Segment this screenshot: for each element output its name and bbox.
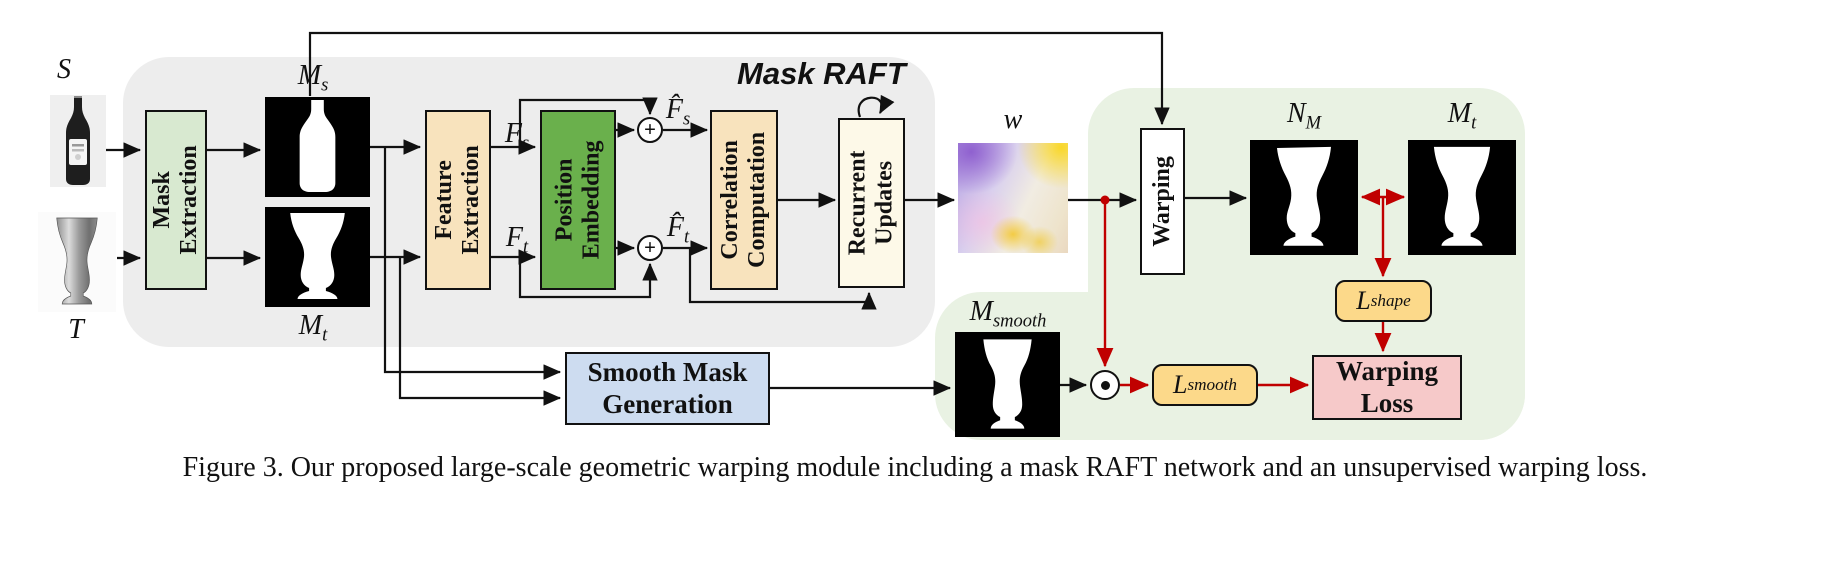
label-mask-target-right: Mt [1447, 98, 1477, 133]
label-warped-mask: NM [1286, 98, 1322, 133]
mask-raft-title: Mask RAFT [737, 56, 906, 91]
target-mask-image [265, 207, 370, 307]
plus-operator-icon: + [637, 117, 663, 143]
warped-mask-image [1250, 140, 1358, 255]
label-feature-source-hat: F̂s [665, 94, 691, 129]
label-feature-target: Ft [505, 222, 529, 257]
label-mask-target: Mt [298, 310, 328, 345]
label-mask-smooth: Msmooth [969, 296, 1047, 331]
label-mask-source: Ms [297, 60, 329, 95]
warping-block: Warping [1140, 128, 1185, 275]
plus-operator-icon: + [637, 235, 663, 261]
label-target: T [68, 314, 84, 345]
warping-loss-label: Warping Loss [1335, 356, 1439, 418]
shape-loss-symbol: L [1356, 286, 1371, 315]
smooth-mask-generation-block: Smooth Mask Generation [565, 352, 770, 425]
correlation-computation-block: Correlation Computation [710, 110, 778, 290]
label-feature-target-hat: F̂t [666, 212, 690, 247]
smooth-mask-generation-label: Smooth Mask Generation [587, 357, 748, 419]
mask-raft-region [123, 57, 935, 347]
figure-caption: Figure 3. Our proposed large-scale geome… [182, 452, 1648, 483]
warping-label: Warping [1149, 156, 1176, 247]
correlation-computation-label: Correlation Computation [717, 131, 770, 269]
elementwise-product-icon [1090, 370, 1120, 400]
label-source: S [57, 54, 71, 85]
mask-extraction-block: Mask Extraction [145, 110, 207, 290]
label-flow: w [1003, 104, 1023, 135]
feature-extraction-label: Feature Extraction [431, 145, 484, 255]
label-feature-source: Fs [504, 118, 530, 153]
source-image [50, 95, 106, 187]
recurrent-updates-block: Recurrent Updates [838, 118, 905, 288]
feature-extraction-block: Feature Extraction [425, 110, 491, 290]
target-mask-image-right [1408, 140, 1516, 255]
recurrent-updates-label: Recurrent Updates [844, 150, 898, 256]
smooth-loss-symbol: L [1172, 370, 1188, 399]
position-embedding-label: Position Embedding [551, 140, 604, 260]
warping-loss-block: Warping Loss [1312, 355, 1462, 420]
target-image [38, 212, 116, 312]
source-mask-image [265, 97, 370, 197]
flow-field-image [958, 143, 1068, 253]
smooth-mask-image [955, 332, 1060, 437]
mask-extraction-label: Mask Extraction [149, 145, 202, 255]
position-embedding-block: Position Embedding [540, 110, 616, 290]
